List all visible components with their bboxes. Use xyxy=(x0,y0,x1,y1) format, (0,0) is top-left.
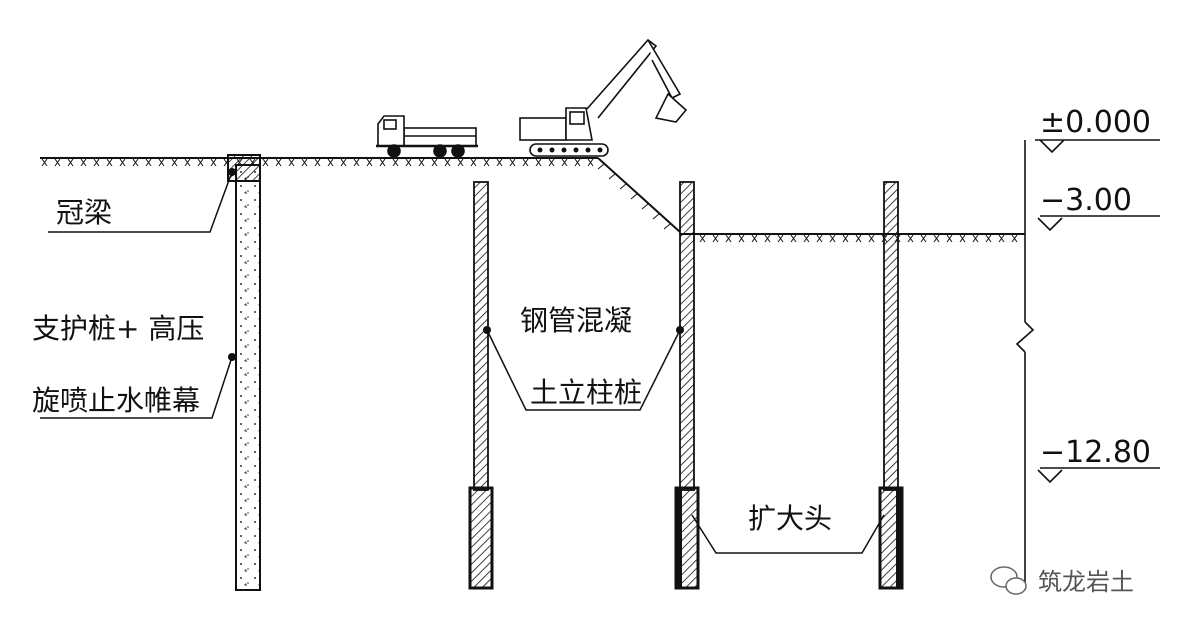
crown-beam xyxy=(227,154,261,182)
steel-pipe-column-1 xyxy=(468,181,494,590)
steel-pipe-column-3 xyxy=(878,181,904,590)
ground-hatch-tick xyxy=(106,158,113,167)
ground-hatch-tick xyxy=(457,158,464,167)
excavator-icon xyxy=(519,38,688,157)
ground-hatch-tick xyxy=(145,158,152,167)
ground-hatch-tick xyxy=(803,234,810,243)
elevation-bottom: −12.80 xyxy=(1040,435,1151,470)
ground-hatch-tick xyxy=(764,234,771,243)
ground-hatch-tick xyxy=(738,234,745,243)
ground-hatch-tick xyxy=(630,193,638,200)
ground-hatch-tick xyxy=(829,234,836,243)
ground-hatch-tick xyxy=(54,158,61,167)
ground-hatch-tick xyxy=(327,158,334,167)
ground-hatch-tick xyxy=(699,234,706,243)
ground-hatch-tick xyxy=(288,158,295,167)
ground-hatch-tick xyxy=(868,234,875,243)
ground-hatch-tick xyxy=(751,234,758,243)
ground-hatch-tick xyxy=(340,158,347,167)
ground-hatch-tick xyxy=(907,234,914,243)
ground-hatch-tick xyxy=(184,158,191,167)
ground-hatch-tick xyxy=(210,158,217,167)
steel-pipe-column-2 xyxy=(674,181,700,590)
ground-hatch-tick xyxy=(842,234,849,243)
ground-hatch-tick xyxy=(158,158,165,167)
ground-hatch-tick xyxy=(470,158,477,167)
ground-hatch-tick xyxy=(353,158,360,167)
ground-hatch-tick xyxy=(790,234,797,243)
ground-hatch-tick xyxy=(920,234,927,243)
watermark-text: 筑龙岩土 xyxy=(1038,568,1134,596)
ground-hatch-tick xyxy=(777,234,784,243)
ground-hatch-tick xyxy=(933,234,940,243)
elevation-top: ±0.000 xyxy=(1040,105,1151,140)
ground-hatch-tick xyxy=(93,158,100,167)
ground-hatch-tick xyxy=(366,158,373,167)
leader-lines-column xyxy=(483,326,885,554)
ground-hatch-tick xyxy=(641,203,649,210)
ground-hatch-excavated xyxy=(699,234,1018,243)
ground-hatch-tick xyxy=(509,158,516,167)
ground-hatch-tick xyxy=(431,158,438,167)
elevation-mid: −3.00 xyxy=(1040,183,1132,218)
ground-hatch-tick xyxy=(67,158,74,167)
ground-hatch-tick xyxy=(119,158,126,167)
ground-hatch-tick xyxy=(496,158,503,167)
ground-hatch-tick xyxy=(972,234,979,243)
ground-hatch-tick xyxy=(652,213,660,220)
ground-hatch-tick xyxy=(816,234,823,243)
ground-hatch-tick xyxy=(314,158,321,167)
wechat-icon xyxy=(990,566,1027,595)
ground-hatch-tick xyxy=(444,158,451,167)
ground-hatch-tick xyxy=(548,158,555,167)
ground-hatch-tick xyxy=(561,158,568,167)
ground-hatch-tick xyxy=(41,158,48,167)
ground-hatch-tick xyxy=(535,158,542,167)
ground-hatch-tick xyxy=(483,158,490,167)
ground-hatch-tick xyxy=(587,158,594,167)
ground-hatch-tick xyxy=(405,158,412,167)
ground-hatch-tick xyxy=(171,158,178,167)
support-pile-label-line2: 旋喷止水帷幕 xyxy=(32,384,200,417)
ground-hatch-tick xyxy=(522,158,529,167)
ground-hatch-tick xyxy=(946,234,953,243)
support-pile-label-line1: 支护桩+ 高压 xyxy=(32,312,204,345)
ground-hatch-tick xyxy=(1011,234,1018,243)
dump-truck-icon xyxy=(376,115,478,158)
elevation-scale xyxy=(1015,139,1160,590)
ground-hatch-top xyxy=(41,158,594,167)
ground-hatch-tick xyxy=(712,234,719,243)
ground-hatch-tick xyxy=(80,158,87,167)
crown-beam-label: 冠梁 xyxy=(56,196,112,229)
steel-column-label-line1: 钢管混凝 xyxy=(520,304,632,337)
support-pile xyxy=(227,154,261,591)
ground-hatch-tick xyxy=(663,223,671,230)
ground-hatch-tick xyxy=(998,234,1005,243)
ground-hatch-tick xyxy=(725,234,732,243)
ground-hatch-tick xyxy=(197,158,204,167)
leader-lines-left xyxy=(40,171,233,419)
ground-hatch-tick xyxy=(132,158,139,167)
ground-hatch-tick xyxy=(275,158,282,167)
ground-hatch-tick xyxy=(608,173,616,180)
ground-hatch-tick xyxy=(418,158,425,167)
ground-hatch-tick xyxy=(262,158,269,167)
ground-hatch-tick xyxy=(574,158,581,167)
enlarged-head-label: 扩大头 xyxy=(748,502,832,535)
watermark: 筑龙岩土 xyxy=(990,566,1134,596)
ground-hatch-tick xyxy=(392,158,399,167)
ground-hatch-tick xyxy=(619,183,627,190)
ground-surface xyxy=(40,157,1025,243)
ground-hatch-tick xyxy=(597,163,605,170)
ground-hatch-tick xyxy=(985,234,992,243)
steel-column-label-line2: 土立柱桩 xyxy=(530,376,642,409)
ground-hatch-tick xyxy=(301,158,308,167)
ground-hatch-tick xyxy=(855,234,862,243)
ground-hatch-tick xyxy=(379,158,386,167)
ground-hatch-tick xyxy=(959,234,966,243)
ground-hatch-slope xyxy=(597,163,671,230)
